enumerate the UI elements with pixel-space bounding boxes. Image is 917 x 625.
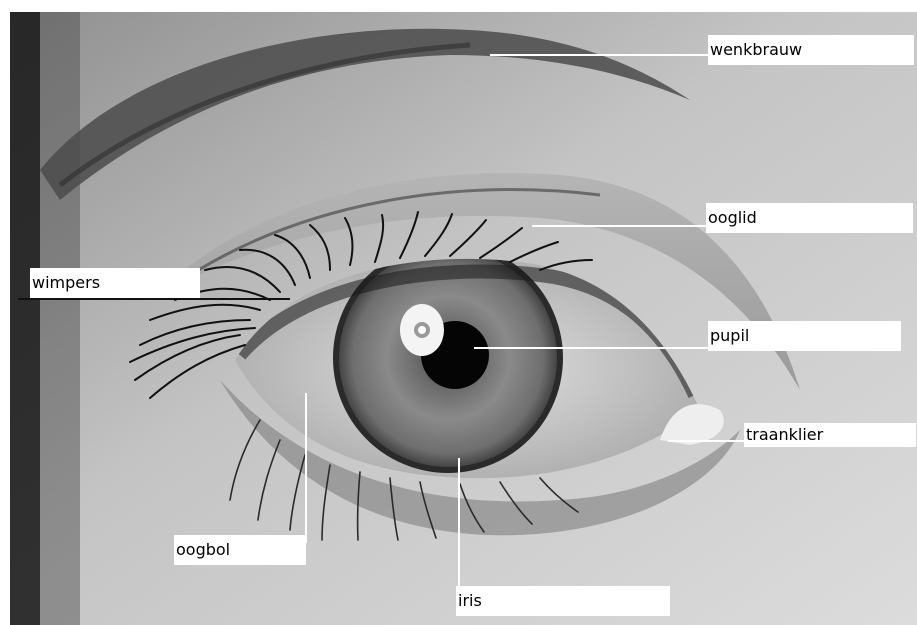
label-oogbol: oogbol: [174, 535, 306, 565]
label-wenkbrauw: wenkbrauw: [708, 35, 914, 65]
label-wimpers: wimpers: [30, 268, 200, 298]
label-pupil: pupil: [708, 321, 901, 351]
leader-line-iris: [458, 458, 460, 586]
label-ooglid: ooglid: [706, 203, 913, 233]
leader-line-ooglid: [532, 225, 710, 227]
leader-line-wenkbrauw: [490, 54, 710, 56]
leader-line-traanklier: [668, 440, 746, 442]
leader-line-pupil: [474, 347, 710, 349]
leader-line-oogbol: [305, 393, 307, 543]
label-iris: iris: [456, 586, 670, 616]
label-traanklier: traanklier: [744, 423, 916, 447]
leader-line-wimpers: [18, 298, 290, 300]
